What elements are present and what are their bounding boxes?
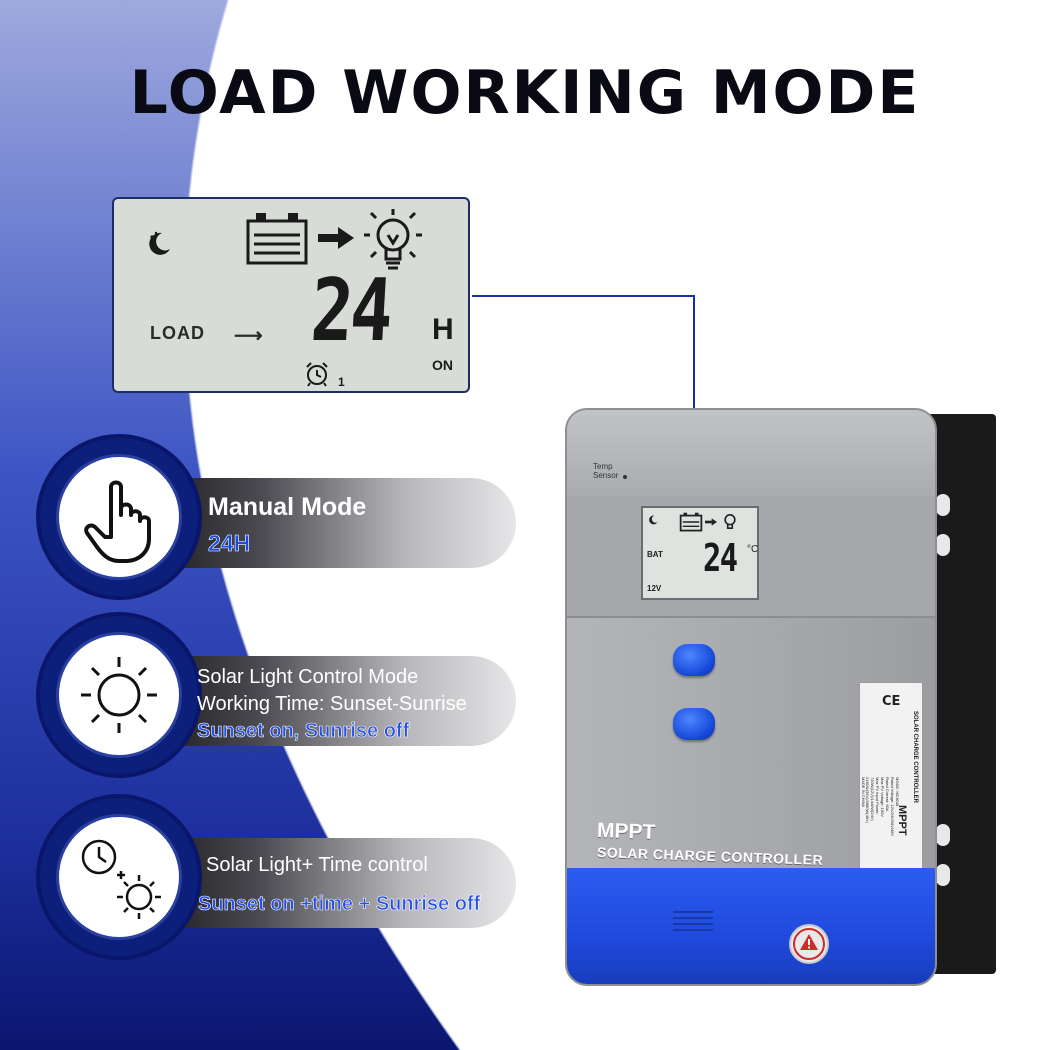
mode-solar-time-control: Solar Light+ Time control Sunset on +tim…	[0, 798, 560, 968]
charge-controller-device: Temp Sensor B	[565, 408, 1005, 988]
battery-icon	[679, 512, 703, 532]
vent-grill	[673, 911, 713, 931]
device-lcd: BAT 24 °C 12V	[641, 506, 759, 600]
page-title: LOAD WORKING MODE	[129, 58, 921, 128]
arrow-right-icon	[318, 227, 354, 249]
spec-line: Max PV Voltage: 160V	[880, 777, 885, 818]
warning-sticker	[789, 924, 829, 964]
arrow-right-icon	[705, 518, 717, 526]
moon-icon	[649, 515, 658, 525]
lcd-hours-unit: H	[432, 313, 454, 346]
mode-detail: Sunset on +time + Sunrise off	[198, 893, 481, 916]
device-body: Temp Sensor B	[565, 408, 937, 986]
mode-text-band	[150, 838, 516, 928]
clock-sun-icon	[81, 839, 161, 919]
device-up-button[interactable]	[673, 644, 715, 676]
mode-solar-light-control: Solar Light Control Mode Working Time: S…	[0, 616, 560, 786]
spec-line: MODE: MC6048	[895, 777, 900, 807]
lcd-load-arrow: ⟶	[234, 325, 263, 347]
mode-text-band	[150, 478, 516, 568]
svg-text:CE: CE	[882, 694, 900, 709]
mode-title: Solar Light Control Mode	[197, 666, 419, 688]
temp-sensor-port	[623, 475, 627, 479]
device-lcd-value: 24	[703, 536, 738, 580]
sun-icon	[81, 657, 157, 733]
device-lcd-voltage: 12V	[647, 584, 662, 593]
lcd-timer-index: 1	[338, 375, 345, 389]
lcd-display-zoom: LOAD ⟶ 24 H ON 1	[112, 197, 470, 393]
spec-line: MPPT	[896, 805, 908, 836]
mode-icon-ring	[40, 616, 198, 774]
spec-heading: SOLAR CHARGE CONTROLLER	[912, 711, 918, 803]
device-down-button[interactable]	[673, 708, 715, 740]
spec-label: SOLAR CHARGE CONTROLLER MPPT MODE: MC604…	[859, 682, 923, 904]
hand-pointer-icon	[84, 480, 151, 563]
mode-detail: Sunset on, Sunrise off	[197, 720, 410, 743]
device-brand: MPPT	[596, 818, 656, 845]
alarm-clock-icon	[306, 362, 328, 387]
spec-line: Max PV Input Power:	[875, 777, 880, 815]
warning-icon	[793, 928, 825, 960]
battery-icon	[246, 213, 308, 265]
ce-mark-icon: CE	[882, 694, 900, 709]
mode-icon-ring	[40, 438, 198, 596]
mode-text-band	[150, 656, 516, 746]
mode-icon-ring	[40, 798, 198, 956]
moon-icon	[149, 231, 170, 255]
lcd-status: ON	[432, 357, 453, 373]
device-blue-base	[567, 868, 935, 984]
lcd-load-label: LOAD	[150, 323, 205, 343]
device-subtitle: SOLAR CHARGE CONTROLLER	[596, 844, 824, 868]
mode-manual: Manual Mode 24H	[0, 438, 560, 608]
spec-line: Rated Current: 60A	[885, 777, 890, 812]
light-bulb-icon	[364, 209, 422, 270]
mode-working-time: Working Time: Sunset-Sunrise	[197, 693, 467, 715]
device-lcd-unit: °C	[747, 544, 759, 555]
temp-sensor-label: Temp Sensor	[593, 462, 619, 480]
spec-line: MADE IN CHINA	[861, 777, 866, 808]
mode-title: Solar Light+ Time control	[206, 854, 428, 876]
device-lcd-bat-label: BAT	[647, 550, 663, 559]
lcd-hours-value: 24	[308, 261, 393, 361]
light-bulb-icon	[724, 514, 736, 529]
mode-title: Manual Mode	[208, 493, 367, 521]
spec-line: 720W(12V)/1440W(24V)	[870, 777, 875, 821]
mode-detail: 24H	[208, 530, 251, 557]
spec-line: Rated Voltage: 12V/24V/36V/48V	[890, 777, 895, 837]
